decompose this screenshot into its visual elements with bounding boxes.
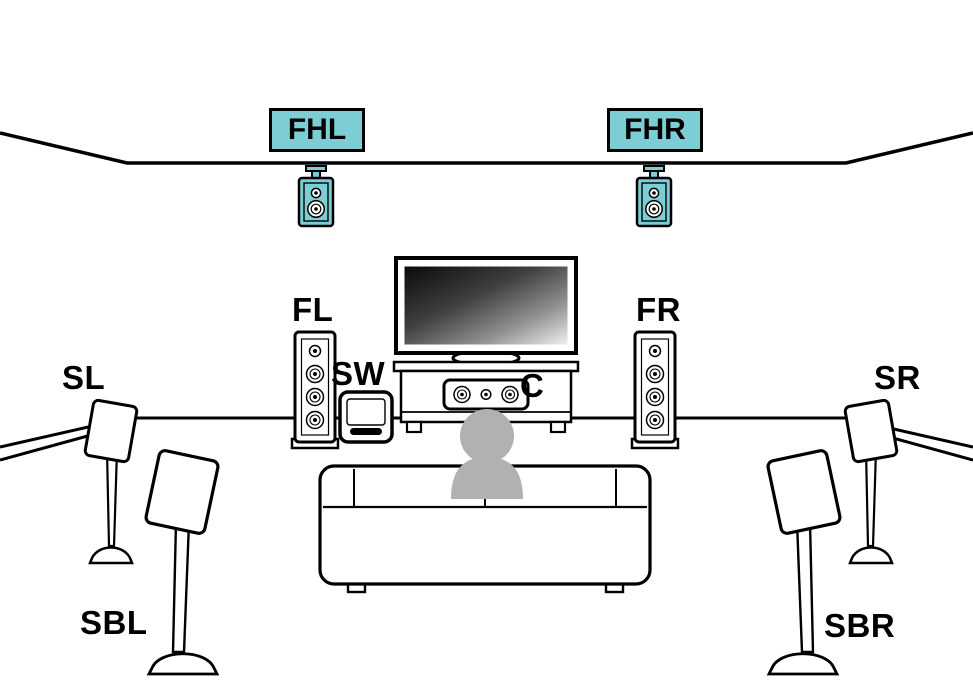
front-right-speaker-icon xyxy=(630,330,680,450)
label-front-left: FL xyxy=(292,291,334,328)
label-front-height-right: FHR xyxy=(607,108,703,152)
label-center: C xyxy=(520,367,545,404)
label-front-right: FR xyxy=(636,291,681,328)
label-front-height-left: FHL xyxy=(269,108,365,152)
label-subwoofer: SW xyxy=(331,355,386,392)
label-surround-right: SR xyxy=(874,359,921,396)
surround-left-speaker-icon xyxy=(83,398,139,565)
front-height-left-speaker-icon xyxy=(297,164,335,228)
front-height-right-speaker-icon xyxy=(635,164,673,228)
surround-right-speaker-icon xyxy=(843,398,899,565)
person-silhouette xyxy=(451,409,523,499)
label-surround-left: SL xyxy=(62,359,106,396)
surround-back-left-speaker-icon xyxy=(144,449,220,676)
subwoofer-icon xyxy=(338,390,394,444)
tv-screen xyxy=(404,266,568,345)
label-surround-back-right: SBR xyxy=(824,607,896,644)
label-surround-back-left: SBL xyxy=(80,604,148,641)
surround-back-right-speaker-icon xyxy=(766,449,842,676)
center-speaker-icon xyxy=(442,378,530,411)
tv xyxy=(394,256,578,367)
